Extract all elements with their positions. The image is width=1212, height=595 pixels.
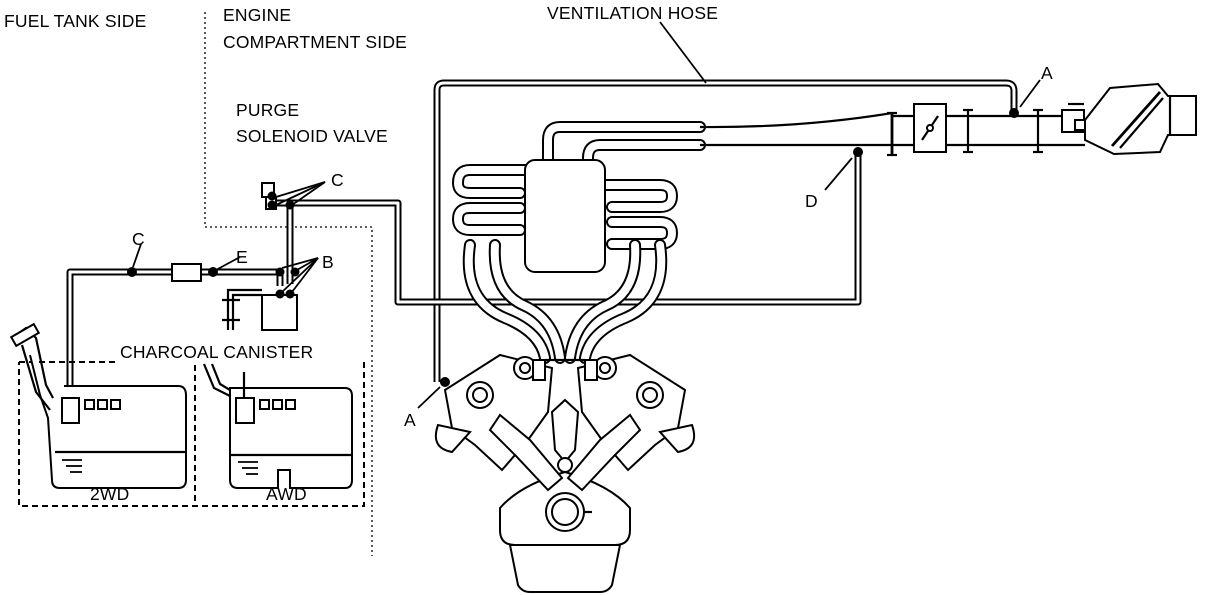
- leader-lines: [132, 21, 1041, 409]
- purge-valve-label-line1: PURGE: [236, 100, 299, 120]
- tank-2wd-label: 2WD: [90, 484, 130, 504]
- ventilation-hose-label: VENTILATION HOSE: [547, 3, 718, 23]
- charcoal-canister-body: [222, 288, 298, 331]
- point-e-dot: [208, 267, 218, 277]
- throttle-body: [913, 103, 947, 153]
- engine-side-label-line2: COMPARTMENT SIDE: [223, 32, 407, 52]
- engine: [434, 353, 696, 593]
- point-c-left-label: C: [132, 229, 145, 249]
- point-e-label: E: [236, 247, 248, 267]
- fuel-tank-2wd: [9, 322, 187, 489]
- engine-side-label-line1: ENGINE: [223, 5, 291, 25]
- point-c-right-label: C: [331, 170, 344, 190]
- fuel-tank-awd: [202, 363, 353, 489]
- connection-points: [127, 108, 1019, 387]
- tank-boxes: [18, 361, 365, 507]
- point-c-left-dot: [127, 267, 137, 277]
- point-a-bottom-dot: [440, 377, 450, 387]
- fuel-tank-side-label: FUEL TANK SIDE: [4, 11, 147, 31]
- fuel-filter: [171, 263, 202, 282]
- point-b-label: B: [322, 252, 334, 272]
- region-divider: [204, 12, 373, 556]
- charcoal-canister-label: CHARCOAL CANISTER: [120, 342, 313, 362]
- text-labels: FUEL TANK SIDE ENGINE COMPARTMENT SIDE V…: [4, 3, 1053, 504]
- ventilation-hose: [433, 79, 1018, 382]
- point-a-top-dot: [1009, 108, 1019, 118]
- purge-valve-label-line2: SOLENOID VALVE: [236, 126, 388, 146]
- intake-manifold: [452, 121, 706, 364]
- point-a-top-label: A: [1041, 63, 1053, 83]
- point-d-label: D: [805, 191, 818, 211]
- point-d-dot: [853, 147, 863, 157]
- fuel-tank-line: [66, 263, 284, 392]
- tank-awd-label: AWD: [266, 484, 307, 504]
- point-a-bottom-label: A: [404, 410, 416, 430]
- intake-duct: [699, 82, 1197, 157]
- air-cleaner: [1084, 82, 1197, 156]
